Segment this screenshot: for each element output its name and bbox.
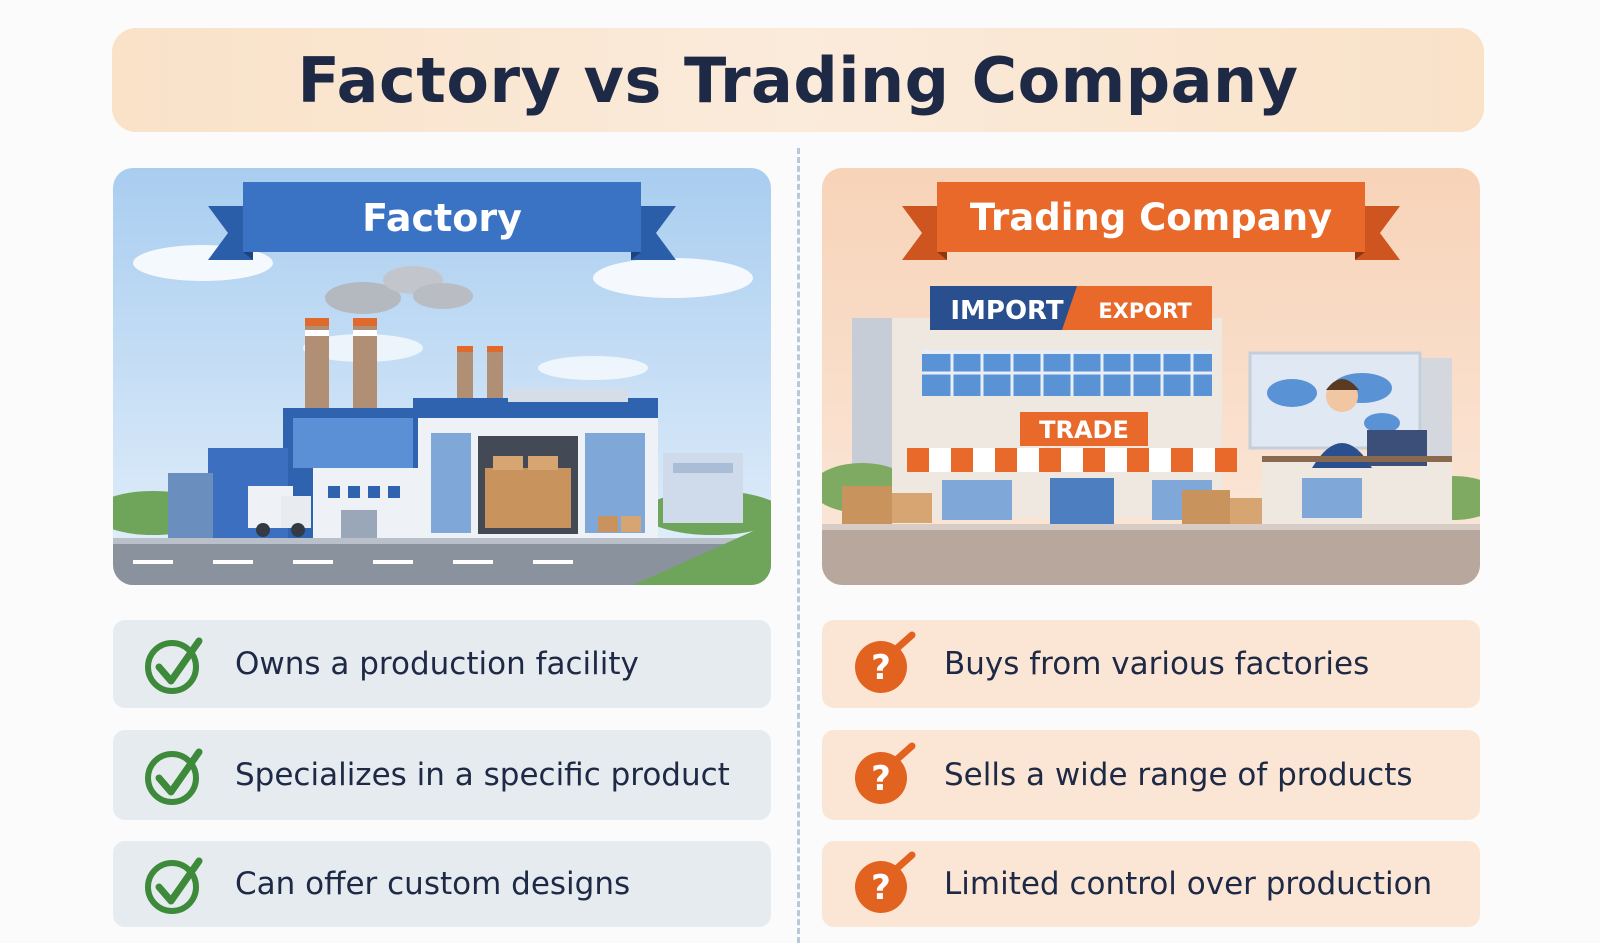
trading-feature-text: Sells a wide range of products <box>944 757 1413 793</box>
svg-text:?: ? <box>871 759 891 799</box>
check-icon <box>145 748 203 805</box>
factory-feature-2: Specializes in a specific product <box>113 730 771 820</box>
svg-text:?: ? <box>871 868 891 908</box>
trading-company-illustration: IMPORT EXPORT TRADE <box>822 168 1480 585</box>
trading-feature-text: Limited control over production <box>944 866 1433 902</box>
svg-text:?: ? <box>871 648 891 688</box>
trading-feature-2: ? Sells a wide range of products <box>822 730 1480 820</box>
check-icon <box>145 857 203 914</box>
factory-illustration: Factory <box>113 168 771 585</box>
center-divider <box>797 148 800 943</box>
trading-feature-3: ? Limited control over production <box>822 841 1480 927</box>
import-sign: IMPORT <box>950 296 1064 326</box>
factory-banner-label: Factory <box>362 196 522 240</box>
question-icon: ? <box>855 742 916 804</box>
factory-feature-1: Owns a production facility <box>113 620 771 708</box>
trading-banner-label: Trading Company <box>970 196 1332 239</box>
question-icon: ? <box>855 631 916 693</box>
trade-sign: TRADE <box>1039 416 1129 444</box>
export-sign: EXPORT <box>1098 299 1192 323</box>
trading-feature-1: ? Buys from various factories <box>822 620 1480 708</box>
factory-feature-3: Can offer custom designs <box>113 841 771 927</box>
title-banner: Factory vs Trading Company <box>112 28 1484 132</box>
trading-feature-text: Buys from various factories <box>944 646 1370 682</box>
check-icon <box>145 637 203 694</box>
factory-feature-text: Can offer custom designs <box>235 866 631 902</box>
factory-feature-text: Owns a production facility <box>235 646 639 682</box>
question-icon: ? <box>855 851 916 913</box>
factory-feature-text: Specializes in a specific product <box>235 757 730 793</box>
page-title: Factory vs Trading Company <box>297 43 1299 117</box>
